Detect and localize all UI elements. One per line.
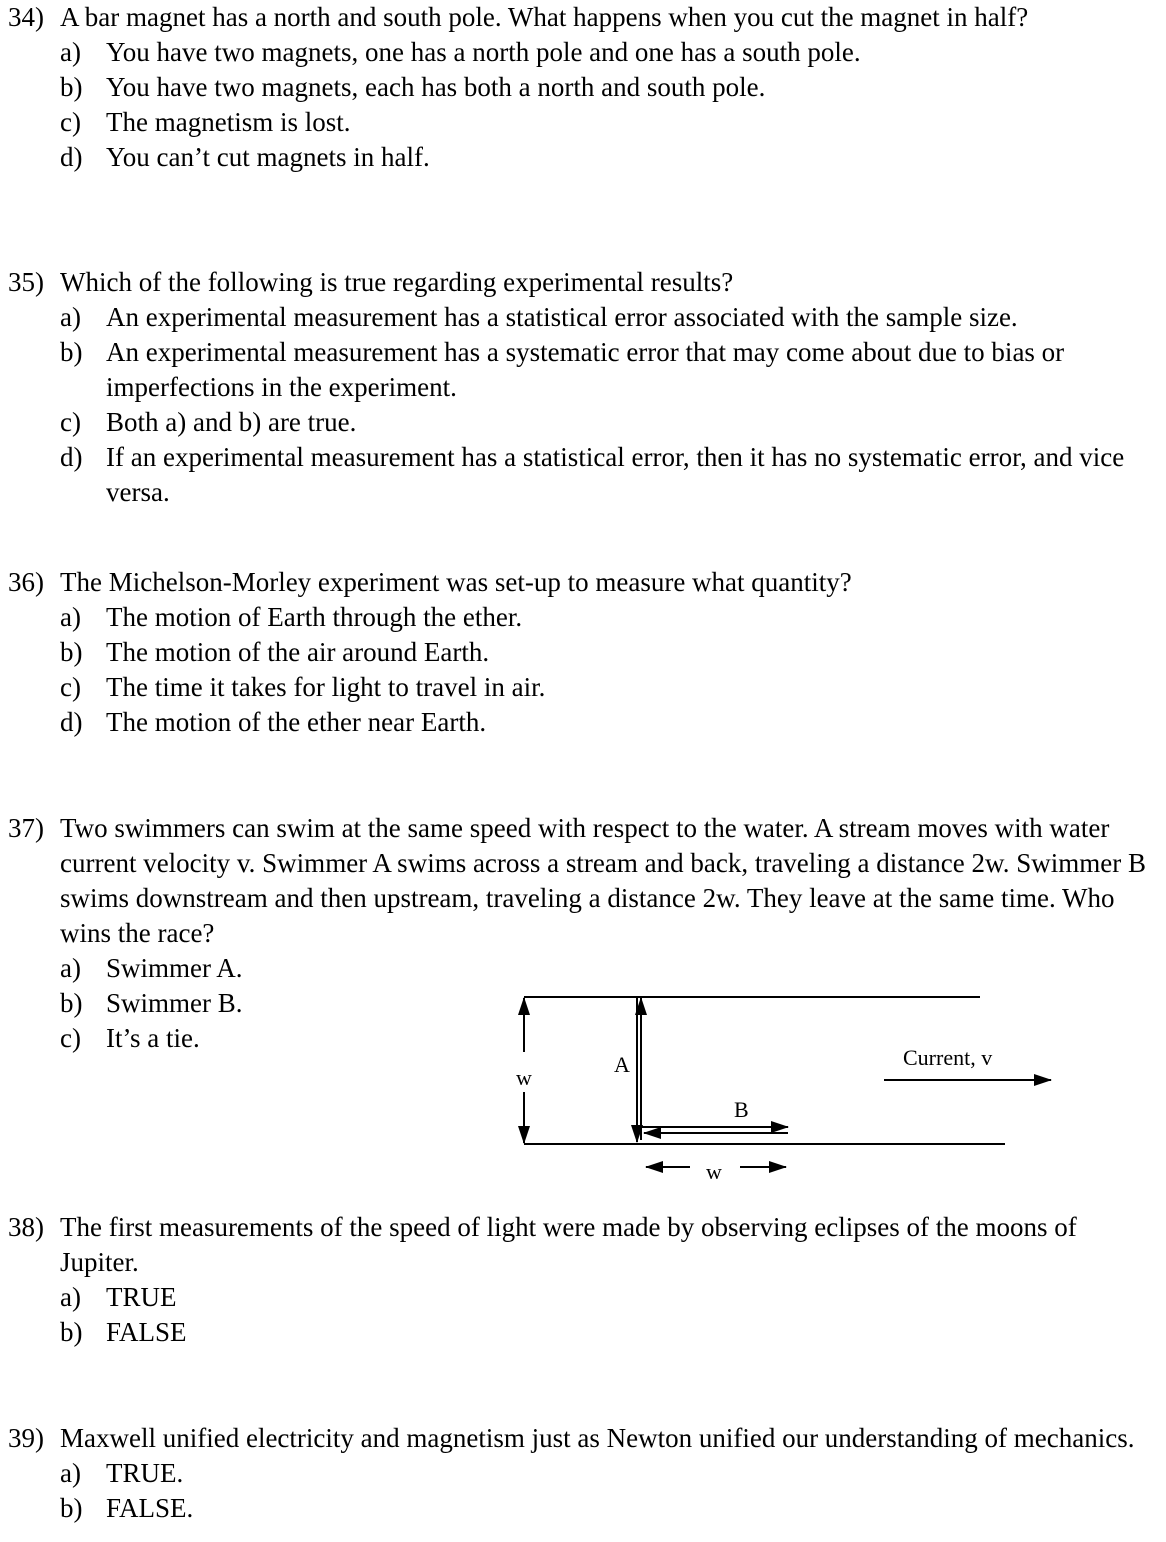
question-text: Two swimmers can swim at the same speed … bbox=[60, 813, 1146, 948]
option-text: The motion of the air around Earth. bbox=[106, 637, 490, 667]
options-list: a) TRUE. b) FALSE. bbox=[60, 1456, 1158, 1526]
width-label-horizontal: w bbox=[706, 1159, 722, 1184]
option-letter: a) bbox=[60, 37, 81, 67]
option-b: b) Swimmer B. bbox=[60, 986, 1158, 1021]
option-letter: a) bbox=[60, 1282, 81, 1312]
option-b: b) An experimental measurement has a syst… bbox=[60, 335, 1158, 405]
question-37: 37) Two swimmers can swim at the same sp… bbox=[8, 811, 1158, 1056]
question-number: 38) bbox=[8, 1212, 44, 1242]
swimmer-b-label: B bbox=[734, 1097, 749, 1122]
option-text: The motion of the ether near Earth. bbox=[106, 707, 487, 737]
option-text: TRUE bbox=[106, 1282, 177, 1312]
option-text: An experimental measurement has a system… bbox=[106, 337, 1065, 402]
question-number: 37) bbox=[8, 813, 44, 843]
option-letter: a) bbox=[60, 953, 81, 983]
option-text: The motion of Earth through the ether. bbox=[106, 602, 523, 632]
option-letter: d) bbox=[60, 442, 83, 472]
swimmer-a-label: A bbox=[614, 1052, 630, 1077]
option-letter: d) bbox=[60, 142, 83, 172]
options-list: a) TRUE b) FALSE bbox=[60, 1280, 1158, 1350]
question-36: 36) The Michelson-Morley experiment was … bbox=[8, 565, 1158, 740]
question-39: 39) Maxwell unified electricity and magn… bbox=[8, 1421, 1158, 1526]
current-label: Current, v bbox=[903, 1045, 992, 1070]
question-text: Maxwell unified electricity and magnetis… bbox=[60, 1423, 1135, 1453]
option-text: Swimmer B. bbox=[106, 988, 243, 1018]
option-b: b) You have two magnets, each has both a … bbox=[60, 70, 1158, 105]
option-text: The magnetism is lost. bbox=[106, 107, 351, 137]
option-c: c) It’s a tie. bbox=[60, 1021, 1158, 1056]
question-number: 36) bbox=[8, 567, 44, 597]
option-d: d) If an experimental measurement has a s… bbox=[60, 440, 1158, 510]
option-text: You have two magnets, each has both a no… bbox=[106, 72, 766, 102]
options-list: a) You have two magnets, one has a north … bbox=[60, 35, 1158, 175]
question-number: 34) bbox=[8, 2, 44, 32]
option-c: c) The magnetism is lost. bbox=[60, 105, 1158, 140]
options-list: a) Swimmer A. b) Swimmer B. c) It’s a tie. bbox=[60, 951, 1158, 1056]
option-letter: b) bbox=[60, 1317, 83, 1347]
question-text: The first measurements of the speed of l… bbox=[60, 1212, 1077, 1277]
option-text: Swimmer A. bbox=[106, 953, 243, 983]
option-a: a) An experimental measurement has a stat… bbox=[60, 300, 1158, 335]
option-text: Both a) and b) are true. bbox=[106, 407, 357, 437]
option-letter: c) bbox=[60, 1023, 81, 1053]
question-38: 38) The first measurements of the speed … bbox=[8, 1210, 1158, 1350]
option-letter: d) bbox=[60, 707, 83, 737]
option-letter: a) bbox=[60, 302, 81, 332]
question-text: A bar magnet has a north and south pole.… bbox=[60, 2, 1029, 32]
option-text: If an experimental measurement has a sta… bbox=[106, 442, 1125, 507]
option-text: An experimental measurement has a statis… bbox=[106, 302, 1018, 332]
question-text: The Michelson-Morley experiment was set-… bbox=[60, 567, 852, 597]
option-c: c) Both a) and b) are true. bbox=[60, 405, 1158, 440]
option-a: a) TRUE bbox=[60, 1280, 1158, 1315]
option-text: The time it takes for light to travel in… bbox=[106, 672, 546, 702]
option-a: a) You have two magnets, one has a north … bbox=[60, 35, 1158, 70]
option-a: a) The motion of Earth through the ether. bbox=[60, 600, 1158, 635]
option-text: It’s a tie. bbox=[106, 1023, 200, 1053]
options-list: a) An experimental measurement has a stat… bbox=[60, 300, 1158, 510]
options-list: a) The motion of Earth through the ether.… bbox=[60, 600, 1158, 740]
option-a: a) Swimmer A. bbox=[60, 951, 1158, 986]
option-b: b) The motion of the air around Earth. bbox=[60, 635, 1158, 670]
question-35: 35) Which of the following is true regar… bbox=[8, 265, 1158, 510]
option-text: FALSE bbox=[106, 1317, 187, 1347]
option-d: d) The motion of the ether near Earth. bbox=[60, 705, 1158, 740]
option-text: TRUE. bbox=[106, 1458, 184, 1488]
question-number: 39) bbox=[8, 1423, 44, 1453]
option-a: a) TRUE. bbox=[60, 1456, 1158, 1491]
option-d: d) You can’t cut magnets in half. bbox=[60, 140, 1158, 175]
question-text: Which of the following is true regarding… bbox=[60, 267, 734, 297]
width-label-vertical: w bbox=[516, 1065, 532, 1090]
option-letter: c) bbox=[60, 407, 81, 437]
option-letter: b) bbox=[60, 1493, 83, 1523]
option-c: c) The time it takes for light to travel … bbox=[60, 670, 1158, 705]
option-letter: b) bbox=[60, 72, 83, 102]
question-34: 34) A bar magnet has a north and south p… bbox=[8, 0, 1158, 175]
option-letter: b) bbox=[60, 637, 83, 667]
option-letter: a) bbox=[60, 1458, 81, 1488]
option-letter: a) bbox=[60, 602, 81, 632]
option-text: You have two magnets, one has a north po… bbox=[106, 37, 861, 67]
option-letter: c) bbox=[60, 107, 81, 137]
option-b: b) FALSE. bbox=[60, 1491, 1158, 1526]
stream-diagram: w A B w Current, v bbox=[516, 996, 1052, 1184]
option-text: You can’t cut magnets in half. bbox=[106, 142, 430, 172]
option-text: FALSE. bbox=[106, 1493, 194, 1523]
question-number: 35) bbox=[8, 267, 44, 297]
option-letter: c) bbox=[60, 672, 81, 702]
option-b: b) FALSE bbox=[60, 1315, 1158, 1350]
option-letter: b) bbox=[60, 988, 83, 1018]
option-letter: b) bbox=[60, 337, 83, 367]
